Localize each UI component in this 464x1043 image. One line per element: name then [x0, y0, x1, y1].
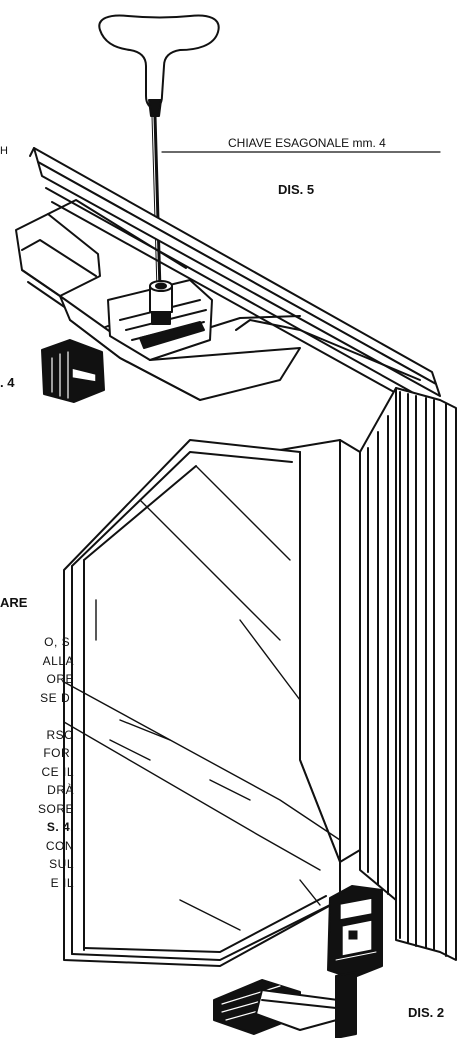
- edge-text-line: E IL: [50, 875, 74, 890]
- edge-text-line: FORI: [43, 746, 74, 760]
- edge-text-line: RSO: [46, 727, 74, 742]
- edge-fragment-title: ARE: [0, 595, 28, 610]
- edge-text-line: CE IL: [41, 764, 74, 779]
- edge-text-line: ORE: [46, 672, 74, 686]
- corner-clamp-hardware: [107, 279, 213, 361]
- edge-text-line: SUL: [49, 857, 74, 871]
- right-frame-profile: [279, 387, 457, 961]
- edge-text-line: SE DI: [40, 690, 74, 705]
- hex-key-neck: [148, 99, 162, 117]
- edge-text-line: O, SI: [44, 635, 74, 649]
- edge-text-line: CON: [45, 838, 74, 853]
- bottom-corner-bracket: [327, 885, 383, 979]
- edge-text-line: S. 4.: [46, 820, 74, 834]
- bottom-base-hardware: [213, 971, 357, 1039]
- hex-key-label: CHIAVE ESAGONALE mm. 4: [228, 136, 386, 150]
- top-frame-profile: [15, 147, 449, 423]
- figure-label-dis5: DIS. 5: [278, 182, 315, 197]
- edge-text-line: ALLA: [42, 653, 74, 668]
- figure-label-dis2: DIS. 2: [408, 1005, 445, 1020]
- top-corner-bracket: [41, 339, 105, 403]
- hex-key-handle: [98, 14, 220, 109]
- edge-text-line: DRÀ: [47, 783, 74, 797]
- edge-fragment-h: H: [0, 145, 8, 157]
- edge-text-line: SORE: [37, 801, 74, 816]
- edge-fragment-dis4: . 4: [0, 375, 15, 390]
- glass-sash: [63, 439, 341, 967]
